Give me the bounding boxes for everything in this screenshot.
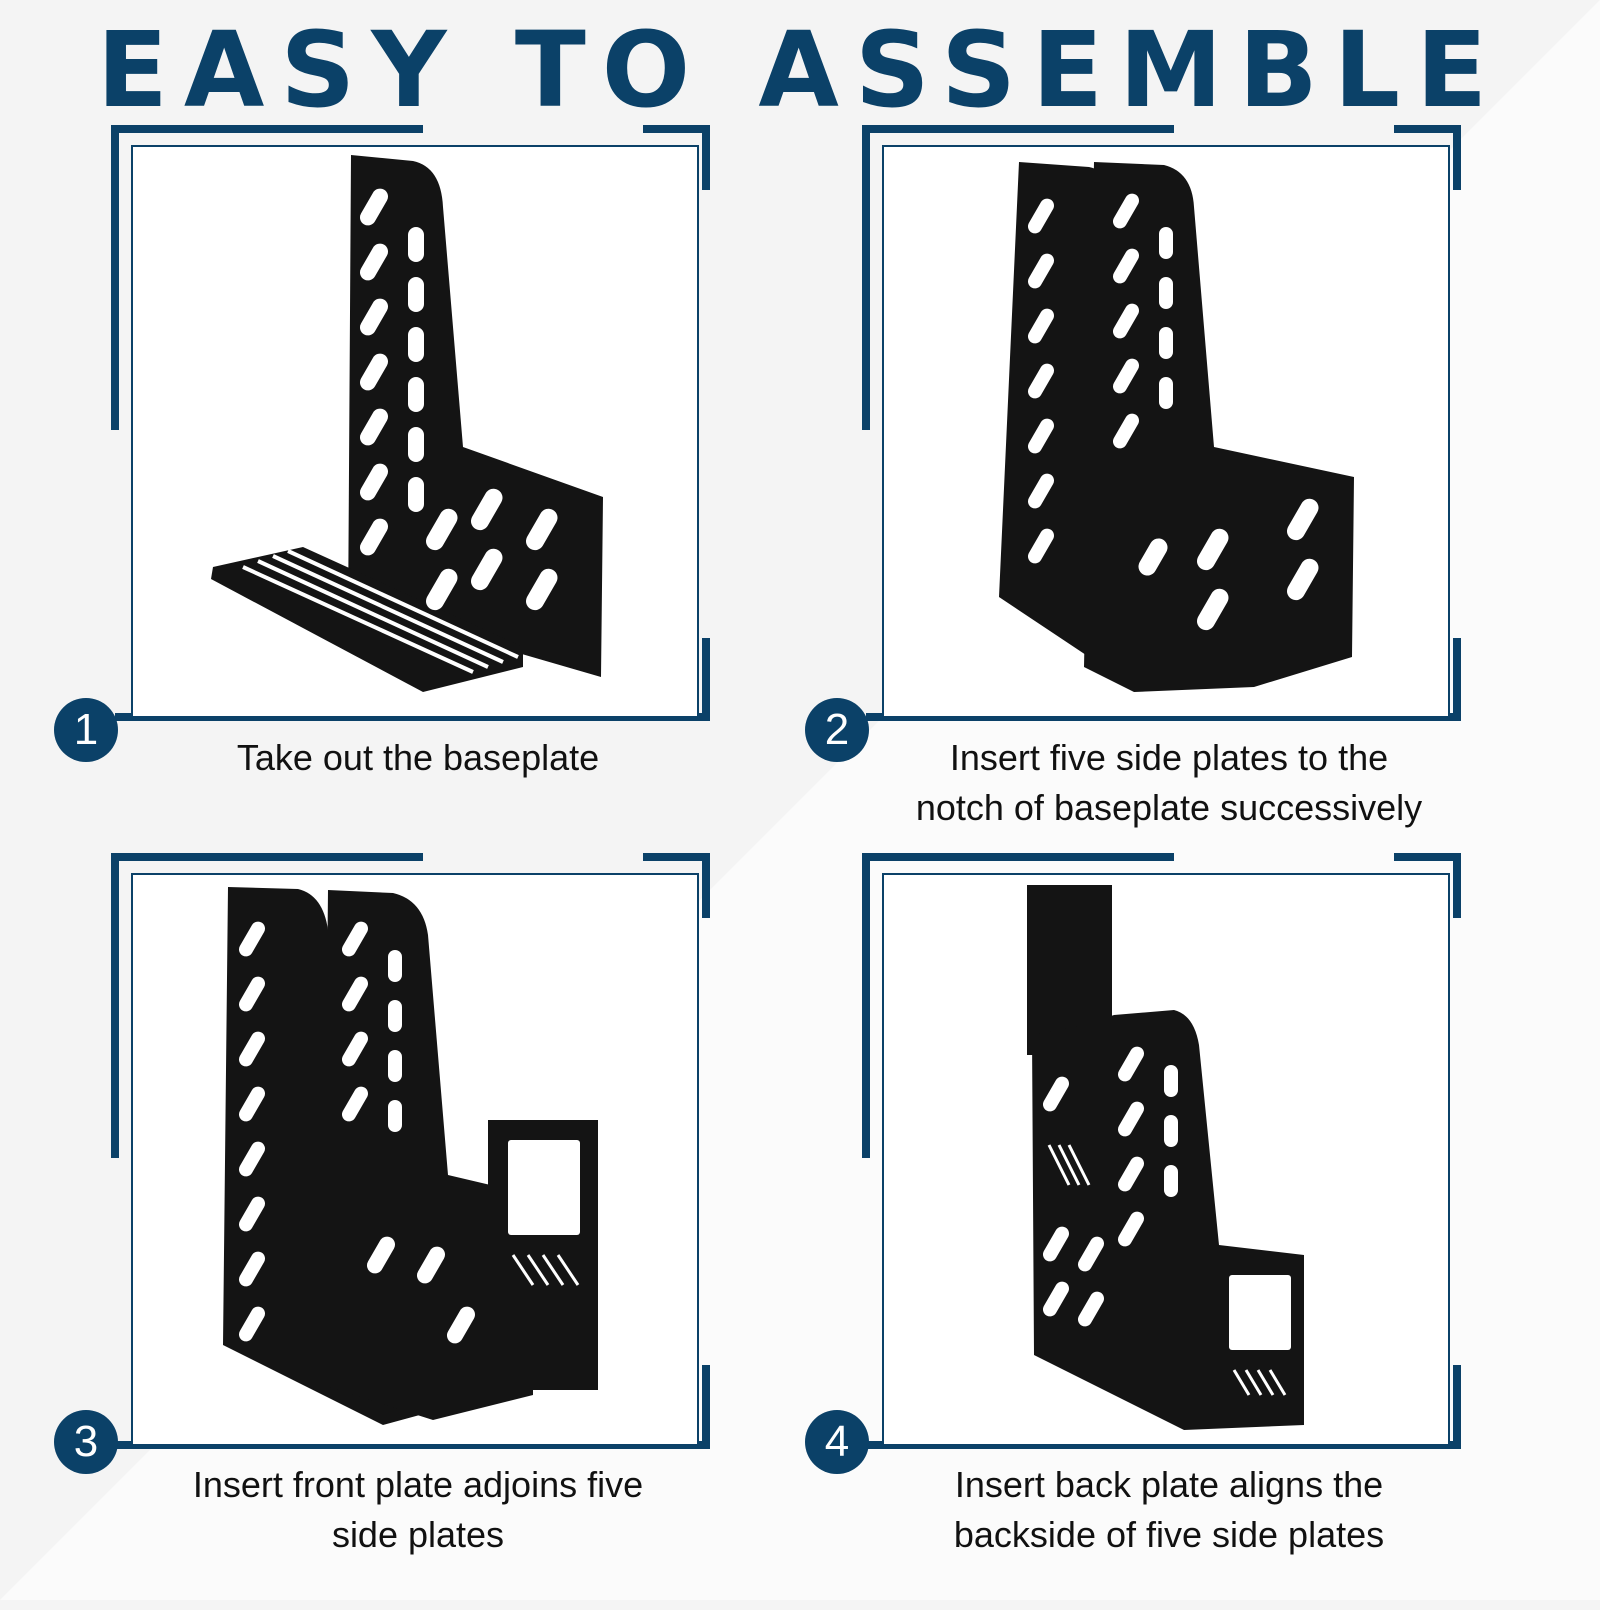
step-number-badge: 3	[54, 1410, 118, 1474]
product-photo	[131, 145, 699, 718]
step-4: 4 Insert back plate aligns the backside …	[770, 853, 1540, 1610]
product-photo	[882, 145, 1450, 718]
step-number-badge: 2	[805, 698, 869, 762]
step-number-badge: 4	[805, 1410, 869, 1474]
product-photo	[882, 873, 1450, 1446]
page-title: EASY TO ASSEMBLE	[96, 9, 1504, 131]
caption-line: notch of baseplate successively	[915, 787, 1423, 828]
caption-line: Insert front plate adjoins five	[192, 1464, 644, 1505]
step-caption: Insert back plate aligns the backside of…	[881, 1460, 1457, 1560]
caption-line: backside of five side plates	[953, 1514, 1385, 1555]
step-caption: Take out the baseplate	[130, 733, 706, 783]
caption-line: Insert five side plates to the	[949, 737, 1389, 778]
back-plate-inserting	[1027, 885, 1304, 1430]
side-plates-inserted	[999, 162, 1354, 692]
product-photo	[131, 873, 699, 1446]
caption-line: Take out the baseplate	[236, 737, 600, 778]
step-2: 2 Insert five side plates to the notch o…	[770, 120, 1540, 865]
step-3: 3 Insert front plate adjoins five side p…	[0, 853, 770, 1610]
baseplate-with-side-plate	[211, 155, 603, 692]
caption-line: Insert back plate aligns the	[954, 1464, 1384, 1505]
step-number-badge: 1	[54, 698, 118, 762]
step-caption: Insert five side plates to the notch of …	[881, 733, 1457, 833]
step-caption: Insert front plate adjoins five side pla…	[130, 1460, 706, 1560]
step-1: 1 Take out the baseplate	[0, 120, 770, 865]
caption-line: side plates	[331, 1514, 505, 1555]
front-plate-attached	[223, 887, 598, 1425]
